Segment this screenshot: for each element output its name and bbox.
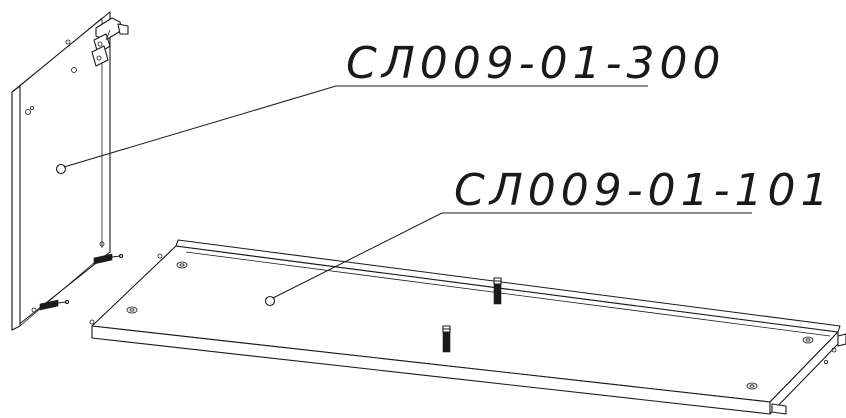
callout-label-side-panel: СЛ009-01-300	[346, 38, 726, 89]
cam-post-back	[493, 277, 502, 305]
bottom-panel	[89, 239, 846, 415]
cam-post-front	[442, 325, 451, 353]
callout-label-bottom-panel: СЛ009-01-101	[454, 165, 834, 216]
leader-line-side-panel	[63, 85, 337, 168]
hinge-bracket	[91, 17, 129, 67]
callout-bottom-panel: СЛ009-01-101	[272, 165, 834, 299]
bottom-panel-holes	[89, 253, 837, 390]
fasteners	[39, 253, 502, 353]
side-panel	[11, 11, 129, 331]
corner-bracket	[771, 333, 846, 415]
callout-side-panel: СЛ009-01-300	[63, 38, 726, 168]
side-panel-callout-point	[55, 163, 67, 175]
screw-upper	[93, 253, 124, 265]
screw-lower	[39, 299, 70, 311]
bottom-panel-callout-point	[264, 295, 276, 307]
side-panel-edge	[11, 85, 21, 331]
leader-line-bottom-panel	[272, 212, 443, 299]
